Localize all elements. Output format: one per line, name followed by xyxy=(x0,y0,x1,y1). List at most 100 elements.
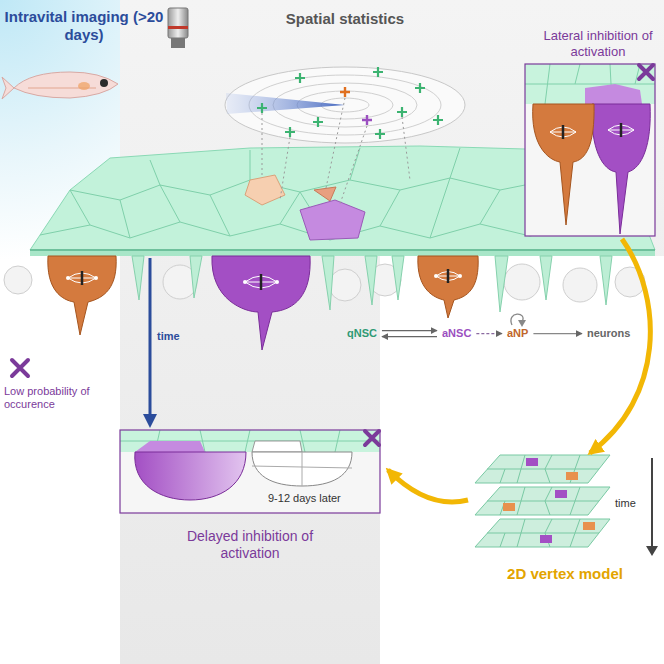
microscope-objective xyxy=(171,38,185,48)
plus-marker xyxy=(340,87,350,97)
lateral-panel xyxy=(525,64,655,234)
flow-arrow xyxy=(590,239,650,453)
node-text: 2D vertex model xyxy=(470,565,660,583)
dividing-cell xyxy=(66,276,70,280)
time-arrow xyxy=(143,258,157,428)
delayed-panel xyxy=(135,441,205,452)
delayed-panel xyxy=(120,430,380,500)
panel-title: Intravital imaging (>20 days) xyxy=(4,8,164,44)
panel-box: Lateral inhibition of activation xyxy=(525,28,657,238)
lateral-panel xyxy=(585,84,642,104)
epithelium-sheet xyxy=(30,249,655,251)
dividing-cell xyxy=(212,256,310,350)
dividing-cell xyxy=(243,280,247,284)
delayed-panel xyxy=(252,441,302,452)
note-text: Low probability of occurence xyxy=(4,385,104,411)
radial-glia xyxy=(322,256,334,310)
lateral-panel xyxy=(525,64,655,104)
vertex-model-sheet xyxy=(651,458,653,546)
vertex-model-sheet xyxy=(475,455,658,556)
radial-glia xyxy=(190,256,202,298)
delayed-panel xyxy=(365,431,379,445)
node-text: Delayed inhibition of activation xyxy=(170,528,330,562)
time-arrow xyxy=(143,414,157,428)
node-text: time xyxy=(615,497,647,510)
flow-arrow xyxy=(388,470,468,502)
delayed-panel xyxy=(120,430,380,513)
zebrafish xyxy=(14,72,118,98)
flow-arrow xyxy=(476,333,502,334)
lateral-panel xyxy=(525,64,655,236)
axis-label: time xyxy=(157,330,180,343)
node-text: neurons xyxy=(587,327,630,340)
node-text: Lateral inhibition of activation xyxy=(539,28,657,59)
lateral-panel xyxy=(533,104,594,225)
delayed-panel xyxy=(135,452,246,500)
dividing-cell xyxy=(418,256,478,318)
radial-glia xyxy=(392,256,404,300)
cross-mark xyxy=(12,360,28,376)
dividing-cell xyxy=(447,269,450,283)
lateral-panel xyxy=(525,64,655,236)
vertex-model-sheet xyxy=(487,455,599,483)
vertex-model-sheet xyxy=(475,487,610,515)
neuron-cell xyxy=(504,264,540,300)
dotted-leader xyxy=(262,98,410,204)
vertex-model-sheet xyxy=(646,546,658,556)
flow-arrow xyxy=(533,333,582,334)
vertex-model-sheet xyxy=(503,503,515,511)
panel-title: Spatial statistics xyxy=(250,10,440,28)
vertex-model-sheet xyxy=(487,519,599,547)
vertex-model-sheet xyxy=(540,535,552,543)
delayed-panel xyxy=(120,430,380,513)
radial-glia xyxy=(600,256,612,305)
zebrafish xyxy=(2,77,14,99)
vertex-model-sheet xyxy=(583,522,595,530)
dividing-cell xyxy=(434,274,438,278)
delayed-panel xyxy=(120,430,380,452)
cross-mark xyxy=(12,360,28,376)
microscope-objective xyxy=(168,8,188,38)
radial-glia xyxy=(132,256,612,312)
dividing-cell xyxy=(275,280,279,284)
zebrafish xyxy=(100,79,108,87)
zebrafish xyxy=(78,82,90,90)
vertex-model-sheet xyxy=(475,519,610,547)
delayed-panel xyxy=(120,430,380,513)
neuron-cell xyxy=(4,266,32,294)
flow-arrow xyxy=(382,330,437,331)
plus-marker xyxy=(362,115,372,125)
flow-arrow xyxy=(382,336,437,337)
self-renewal-loop xyxy=(511,314,526,327)
time-arrow xyxy=(149,258,152,416)
radial-glia xyxy=(540,256,552,300)
self-renewal-loop xyxy=(518,320,526,327)
node-text: aNP xyxy=(507,327,528,340)
dividing-cell xyxy=(81,271,84,285)
epithelium-sheet xyxy=(30,250,655,256)
epithelium-sheet xyxy=(314,187,336,201)
vertex-model-sheet xyxy=(487,487,599,515)
radial-glia xyxy=(495,256,508,312)
neuron-cell xyxy=(329,269,361,301)
neuron-cell xyxy=(563,268,597,302)
microscope-objective xyxy=(168,8,188,48)
radial-glia xyxy=(132,256,144,300)
lateral-panel xyxy=(562,125,565,139)
dividing-cell xyxy=(48,256,478,350)
lateral-panel xyxy=(592,104,650,234)
plus-marker xyxy=(257,67,443,139)
radial-glia xyxy=(365,256,377,305)
delayed-panel xyxy=(252,452,352,486)
delayed-panel xyxy=(120,430,380,452)
zebrafish xyxy=(2,72,118,99)
vertex-model-sheet xyxy=(475,455,610,483)
lateral-panel xyxy=(639,65,653,79)
epithelium-sheet xyxy=(300,200,365,240)
delayed-panel xyxy=(252,452,352,486)
cell-type-label: qNSC xyxy=(345,326,379,341)
